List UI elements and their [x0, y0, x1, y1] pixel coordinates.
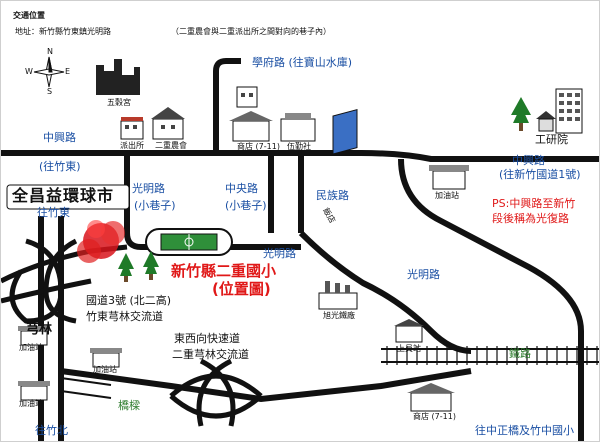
- interchange-bottom: [169, 358, 263, 427]
- compass: [33, 56, 65, 88]
- label-gas-right: 加油站: [435, 191, 459, 200]
- compass-w: W: [25, 67, 33, 76]
- label-guangming-lane-sub: (小巷子): [134, 199, 176, 212]
- label-itri: 工研院: [535, 133, 568, 146]
- label-zhongxing-left: 中興路: [43, 131, 76, 144]
- compass-s: S: [47, 87, 53, 96]
- label-store-bottom: 商店 (7-11): [413, 412, 456, 421]
- wuyu-building: [280, 113, 316, 142]
- label-wuyu: 伍勤社: [287, 142, 311, 151]
- trees-itri: [511, 97, 531, 131]
- label-to-zhubei: 往竹北: [35, 424, 68, 437]
- label-cut-text: 往竹東: [37, 206, 70, 219]
- police-building: [120, 117, 144, 140]
- gas-station-left-2: [90, 348, 122, 368]
- label-gas-left-2: 加油站: [93, 365, 117, 374]
- bridge-road: [60, 368, 472, 403]
- header-address: 地址：新竹縣竹東鎮光明路: [15, 27, 111, 36]
- label-store-top: 商店 (7-11): [237, 142, 280, 151]
- farmers-assoc-building: [151, 107, 185, 140]
- label-farmers-assoc: 二重農會: [155, 141, 187, 150]
- label-bridge: 橋樑: [118, 399, 140, 412]
- label-wugu-temple: 五穀宮: [107, 98, 131, 107]
- label-freeway3-ic: 竹東芎林交流道: [86, 310, 163, 323]
- header-title: 交通位置: [13, 11, 45, 20]
- header-note: （二重農會與二重派出所之間對向的巷子內）: [171, 27, 331, 36]
- market-name: 全昌益環球市: [12, 186, 115, 205]
- label-to-zhongzheng: 往中正橋及竹中國小: [475, 424, 574, 437]
- label-zhongxing-right: 中興路: [512, 154, 545, 167]
- compass-e: E: [65, 67, 71, 76]
- label-guangming-right: 光明路: [407, 268, 440, 281]
- label-east-west: 東西向快速道: [174, 332, 240, 345]
- gas-station-left-1: [18, 326, 50, 346]
- label-gas-left-3: 加油站: [19, 399, 43, 408]
- wugu-temple-building: [96, 59, 140, 95]
- right-road: [398, 158, 584, 441]
- factory-building: [318, 281, 358, 310]
- xuefu-road: [213, 58, 241, 153]
- school-name: 新竹縣二重國小: [171, 262, 277, 280]
- label-zhongxing-left-dir: (往竹東): [39, 160, 81, 173]
- label-east-west-ic: 二重芎林交流道: [172, 348, 249, 361]
- label-railway: 鐵路: [509, 347, 531, 360]
- guangming-road-right: [298, 230, 472, 354]
- store-building-top: [229, 111, 273, 142]
- label-gas-left-1: 加油站: [19, 343, 43, 352]
- guangming-lane-road: [124, 153, 142, 250]
- gas-station-right: [429, 165, 469, 190]
- label-shangyuan: 上員站: [397, 344, 421, 353]
- label-zhongyang-sub: (小巷子): [225, 199, 267, 212]
- compass-n: N: [47, 47, 53, 56]
- label-minzu: 民族路: [316, 189, 349, 202]
- label-zhongxing-right-dir: (往新竹國道1號): [499, 168, 581, 181]
- hotel-building: [332, 108, 358, 155]
- school-sub: (位置圖): [212, 280, 271, 298]
- gas-station-left-3: [18, 381, 50, 401]
- label-guangming-mid: 光明路: [263, 247, 296, 260]
- market-blob: [77, 220, 125, 263]
- label-zhongyang: 中央路: [225, 182, 258, 195]
- school-field: [145, 228, 233, 256]
- label-xuefu-road: 學府路 (往寶山水庫): [252, 56, 353, 69]
- label-police: 派出所: [120, 141, 144, 150]
- label-freeway3: 國道3號 (北二高): [86, 294, 172, 307]
- shangyuan-station-building: [394, 319, 424, 343]
- label-guangming-lane: 光明路: [132, 182, 165, 195]
- zhongxing-road: [1, 150, 599, 162]
- itri-building: [536, 88, 583, 134]
- ps-note-line2: 段後稱為光復路: [492, 212, 569, 225]
- trees-school: [118, 251, 159, 282]
- label-qionglin: 芎林: [26, 322, 53, 337]
- xuefu-building: [236, 86, 258, 108]
- label-factory: 旭光鐵廠: [323, 311, 355, 320]
- market-label-box: [6, 184, 130, 210]
- ps-note-line1: PS:中興路至新竹: [492, 197, 576, 210]
- store-building-bottom: [407, 383, 455, 412]
